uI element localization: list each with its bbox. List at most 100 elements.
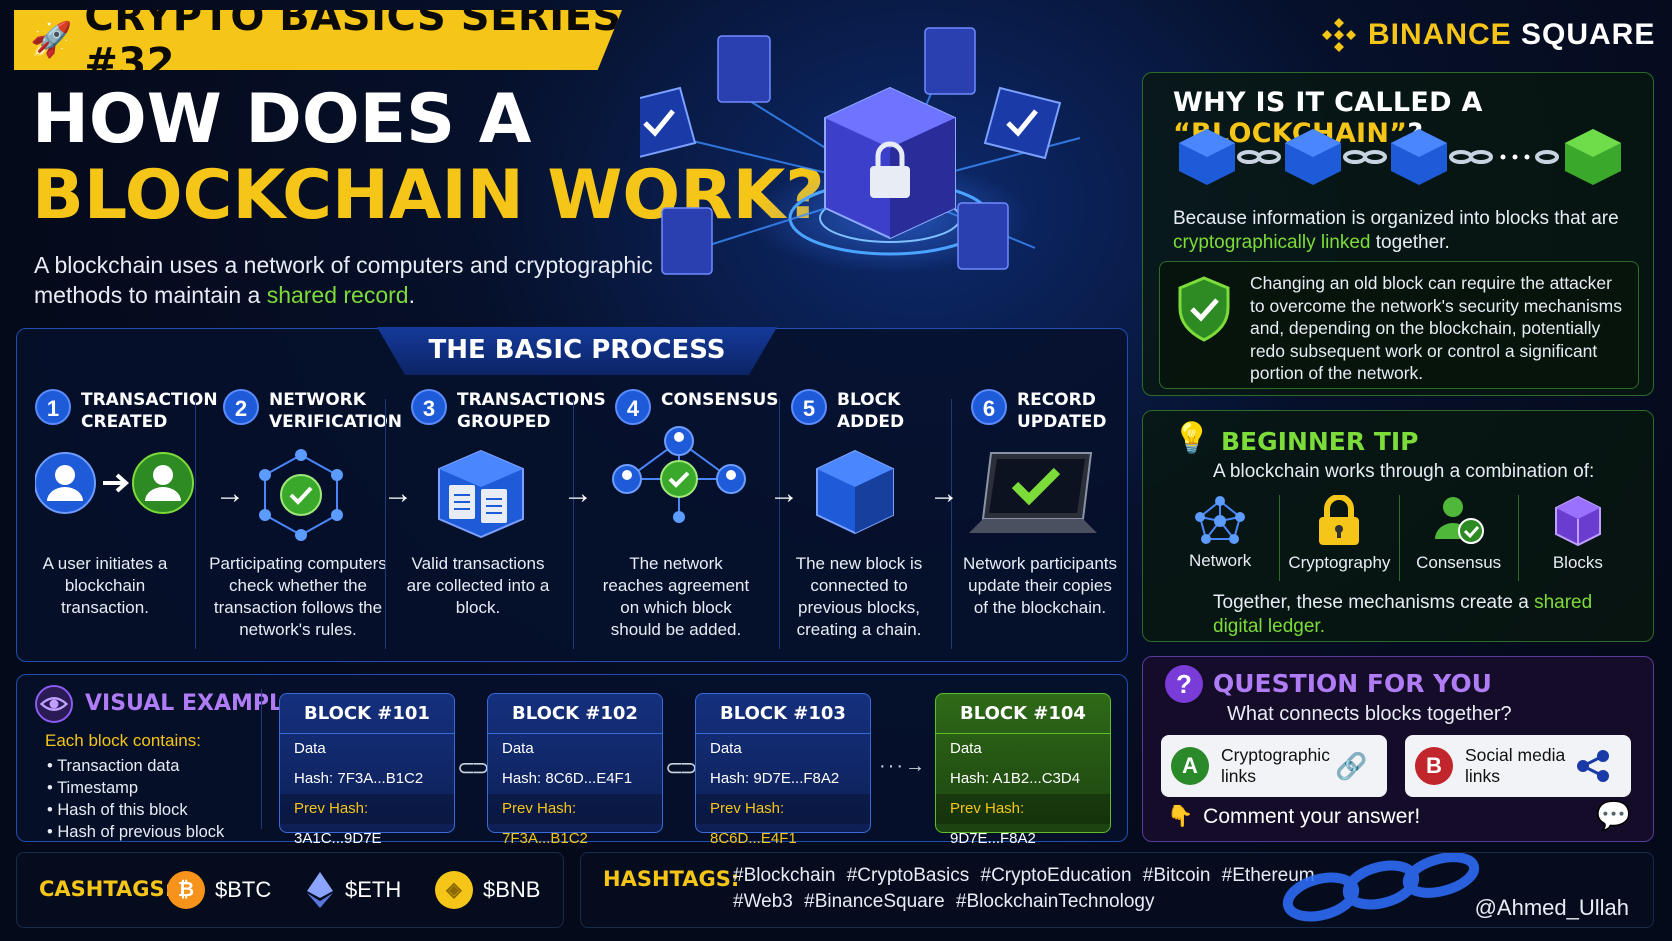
cashtag-bnb[interactable]: ◈ $BNB — [435, 871, 540, 909]
laptop-check-icon — [969, 452, 1097, 533]
step-description: Participating computers check whether th… — [209, 554, 387, 639]
block-prev-hash: Prev Hash: 9D7E...F8A2 — [936, 794, 1110, 847]
block-name: BLOCK #104 — [936, 694, 1110, 734]
beginner-tip-panel: 💡 BEGINNER TIP A blockchain works throug… — [1142, 410, 1654, 642]
chain-link-icon: ⊂⊃ — [665, 755, 698, 780]
divider — [261, 689, 262, 829]
step-title: TRANSACTIONS GROUPED — [457, 390, 606, 432]
hashtags-line-2[interactable]: #Web3 #BinanceSquare #BlockchainTechnolo… — [733, 891, 1155, 912]
chain-link-icon: ⊂⊃ — [457, 755, 490, 780]
tip-label-network: Network — [1188, 551, 1252, 570]
binance-square-logo: BINANCE SQUARE — [1320, 16, 1655, 54]
cashtag-text: $BTC — [215, 877, 272, 902]
step-title: CONSENSUS — [661, 390, 779, 410]
why-text-highlight: cryptographically linked — [1173, 232, 1371, 253]
comment-cta-text: Comment your answer! — [1203, 805, 1421, 828]
prev-hash-label: Prev Hash: — [294, 800, 369, 817]
block-data: Data — [950, 740, 982, 757]
security-box: Changing an old block can require the at… — [1159, 261, 1639, 389]
tip-item-network: Network — [1161, 495, 1281, 581]
step-title: RECORD UPDATED — [1017, 390, 1107, 432]
step-title: BLOCK ADDED — [837, 390, 905, 432]
tip-label-cryptography: Cryptography — [1288, 553, 1391, 572]
hashtags-bar: HASHTAGS: #Blockchain #CryptoBasics #Cry… — [580, 852, 1654, 928]
block-cube — [1565, 129, 1621, 185]
block-cube — [1285, 129, 1341, 185]
list-item: Timestamp — [47, 777, 224, 799]
block-name: BLOCK #101 — [280, 694, 454, 734]
dotted-arrow-icon: ···→ — [879, 755, 927, 777]
question-prompt: What connects blocks together? — [1227, 703, 1512, 725]
step-divider — [951, 399, 952, 649]
user-check-icon — [1434, 497, 1484, 544]
cashtags-label: CASHTAGS: — [39, 877, 174, 901]
step-number: 1 — [35, 389, 71, 425]
cashtags-bar: CASHTAGS: ₿ $BTC $ETH ◈ $BNB — [16, 852, 564, 928]
chat-bubble-icon: 💬 — [1596, 800, 1631, 831]
central-block — [824, 86, 956, 240]
tip-item-consensus: Consensus — [1400, 495, 1519, 581]
answer-option-b[interactable]: B Social media links — [1405, 735, 1631, 797]
process-title: THE BASIC PROCESS — [377, 327, 777, 375]
step-divider — [195, 399, 196, 649]
lead-text: A blockchain uses a network of computers… — [34, 250, 654, 310]
process-step-5: 5 BLOCK ADDED The new block is connected… — [791, 383, 951, 653]
step-description: The new block is connected to previous b… — [795, 554, 923, 639]
tip-outro-a: Together, these mechanisms create a — [1213, 592, 1535, 613]
lightbulb-icon: 💡 — [1173, 422, 1211, 455]
comment-cta: 👇Comment your answer! — [1167, 805, 1420, 829]
list-item: Transaction data — [47, 755, 224, 777]
consensus-icon — [612, 426, 746, 523]
series-label: CRYPTO BASICS SERIES #32 — [84, 0, 622, 86]
link-icon: 🔗 — [1335, 750, 1368, 781]
cashtag-btc[interactable]: ₿ $BTC — [167, 871, 271, 909]
step-number: 4 — [615, 389, 651, 425]
prev-hash-value: 3A1C...9D7E — [294, 830, 382, 847]
block-card-104: BLOCK #104 Data Hash: A1B2...C3D4 Prev H… — [935, 693, 1111, 847]
block-name: BLOCK #102 — [488, 694, 662, 734]
cashtag-eth[interactable]: $ETH — [305, 871, 401, 909]
hashtags-line-1[interactable]: #Blockchain #CryptoBasics #CryptoEducati… — [733, 865, 1315, 886]
author-handle[interactable]: @Ahmed_Ullah — [1474, 895, 1629, 920]
block-data: Data — [294, 740, 326, 757]
block-prev-hash: Prev Hash: 3A1C...9D7E — [280, 794, 454, 847]
option-b-letter: B — [1415, 747, 1453, 785]
tip-label-consensus: Consensus — [1416, 553, 1502, 572]
process-step-2: 2 NETWORK VERIFICATION Participating com… — [209, 383, 402, 653]
series-banner: 🚀 CRYPTO BASICS SERIES #32 — [14, 10, 622, 70]
binance-icon — [1322, 18, 1356, 52]
block-prev-hash: Prev Hash: 7F3A...B1C2 — [488, 794, 662, 847]
question-panel: ? QUESTION FOR YOU What connects blocks … — [1142, 656, 1654, 842]
hashtags-label: HASHTAGS: — [603, 867, 740, 891]
tip-outro: Together, these mechanisms create a shar… — [1213, 591, 1633, 639]
brand-name-a: BINANCE — [1368, 18, 1512, 51]
prev-hash-label: Prev Hash: 8C6D...E4F1 — [710, 800, 797, 847]
basic-process-panel: THE BASIC PROCESS 1 TRANSACTION CREATED … — [16, 327, 1128, 662]
process-step-4: 4 CONSENSUS The network reaches agreemen… — [603, 383, 785, 653]
step-divider — [779, 399, 780, 649]
ethereum-icon — [307, 872, 333, 908]
arrow-right-icon: → — [929, 477, 959, 510]
step-divider — [385, 399, 386, 649]
block-hash: Hash: 8C6D...E4F1 — [502, 770, 633, 787]
list-item: Hash of this block — [47, 799, 224, 821]
process-step-6: 6 RECORD UPDATED Network participants up… — [963, 383, 1121, 653]
visual-example-panel: VISUAL EXAMPLE Each block contains: Tran… — [16, 674, 1128, 847]
cube-icon — [1554, 495, 1601, 547]
visual-example-title: VISUAL EXAMPLE — [85, 691, 299, 716]
tip-label-blocks: Blocks — [1552, 553, 1603, 572]
rocket-icon: 🚀 — [30, 21, 73, 59]
answer-option-a[interactable]: A Cryptographic links 🔗 — [1161, 735, 1387, 797]
user-transfer-icon — [35, 452, 194, 514]
arrow-right-icon: → — [383, 477, 413, 510]
tip-intro: A blockchain works through a combination… — [1213, 461, 1595, 482]
why-text: Because information is organized into bl… — [1173, 207, 1633, 255]
step-description: The network reaches agreement on which b… — [602, 554, 750, 639]
block-hash: Hash: A1B2...C3D4 — [950, 770, 1081, 787]
block-cube — [1179, 129, 1235, 185]
arrow-right-icon: → — [563, 477, 593, 510]
why-text-b: together. — [1370, 232, 1450, 253]
process-step-1: 1 TRANSACTION CREATED A user initiates a… — [35, 383, 218, 653]
arrow-right-icon: → — [769, 477, 799, 510]
tip-item-blocks: Blocks — [1519, 495, 1637, 581]
